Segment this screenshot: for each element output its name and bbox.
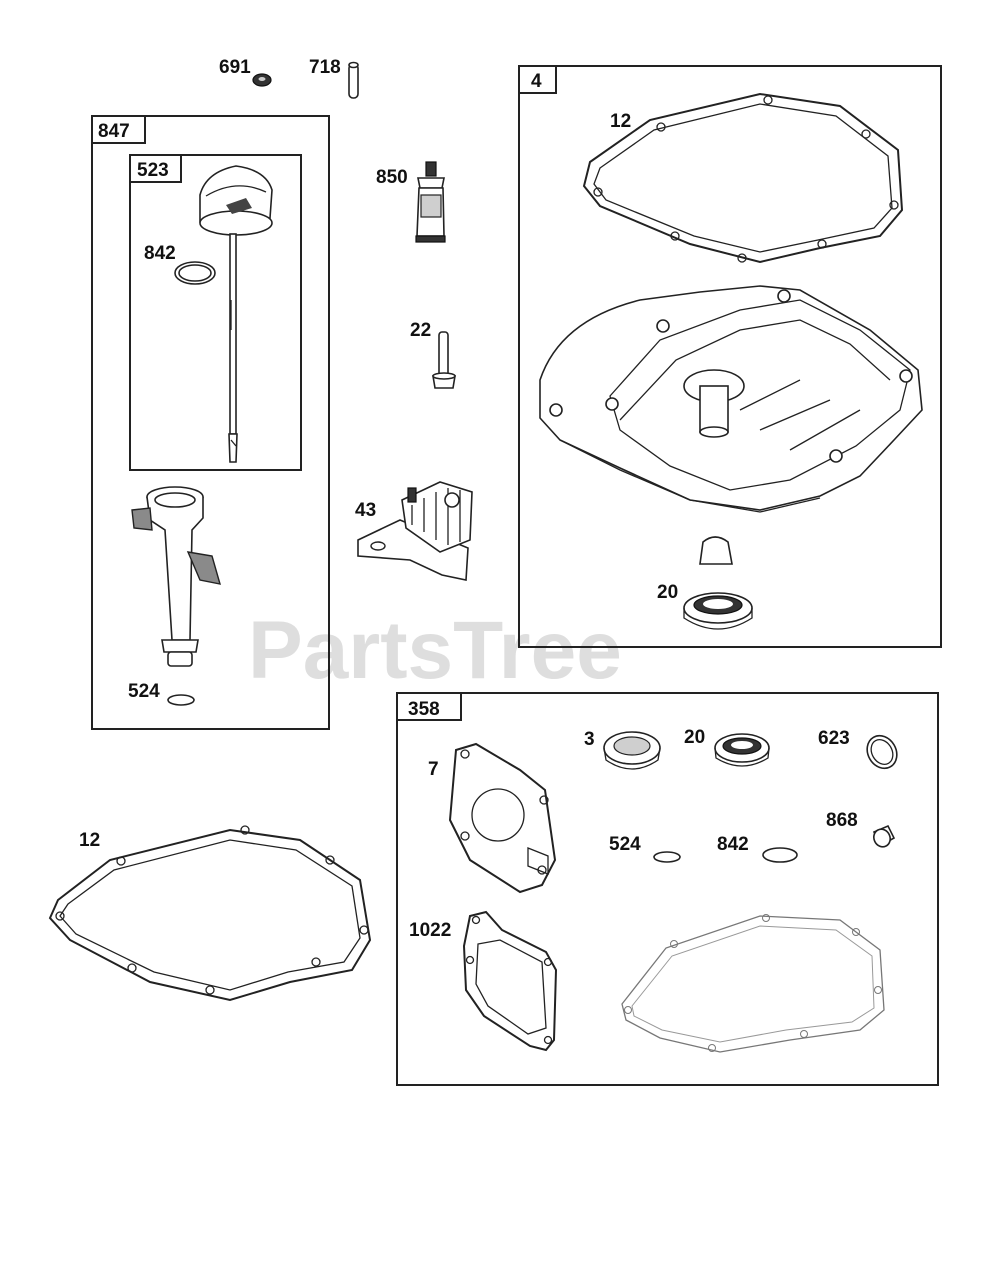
group-box-523: 523 (129, 154, 302, 471)
part-4-crankcase-sump-icon[interactable] (539, 285, 923, 513)
part-7-head-gasket-icon[interactable] (448, 742, 557, 894)
part-label-12-upper[interactable]: 12 (610, 111, 631, 132)
part-20-seal-kit-icon[interactable] (714, 733, 770, 767)
part-842-oring-inner (178, 264, 212, 282)
part-4-plug-icon[interactable] (699, 536, 733, 565)
part-label-623[interactable]: 623 (818, 728, 850, 749)
part-label-850[interactable]: 850 (376, 167, 408, 188)
part-22-bolt-icon[interactable] (432, 331, 456, 389)
part-label-524[interactable]: 524 (128, 681, 160, 702)
part-523-dipstick-icon[interactable] (199, 165, 273, 463)
part-label-868[interactable]: 868 (826, 810, 858, 831)
group-box-358: 358 (396, 692, 939, 1086)
part-12-sump-gasket-loose-icon[interactable] (48, 825, 372, 1002)
part-868-plug-icon[interactable] (871, 824, 896, 850)
part-1022-gasket-icon[interactable] (462, 910, 558, 1052)
part-20-oil-seal-icon[interactable] (683, 592, 753, 630)
group-label-358[interactable]: 358 (408, 699, 440, 720)
group-label-847[interactable]: 847 (98, 121, 130, 142)
part-label-12-lower[interactable]: 12 (79, 830, 100, 851)
part-label-691[interactable]: 691 (219, 57, 251, 78)
group-label-523[interactable]: 523 (137, 160, 169, 181)
part-label-20-upper[interactable]: 20 (657, 582, 678, 603)
part-718-pin-icon[interactable] (348, 61, 359, 99)
part-label-842-kit[interactable]: 842 (717, 834, 749, 855)
group-label-4[interactable]: 4 (531, 71, 542, 92)
part-524-oring-icon[interactable] (167, 694, 195, 706)
part-358-sump-gasket-outline-icon (621, 914, 885, 1053)
part-847-dipstick-tube-icon[interactable] (131, 486, 221, 667)
group-box-847: 847 (91, 115, 330, 730)
part-label-524-kit[interactable]: 524 (609, 834, 641, 855)
part-label-20-kit[interactable]: 20 (684, 727, 705, 748)
part-842-ring-kit-icon[interactable] (762, 847, 798, 863)
part-label-7[interactable]: 7 (428, 759, 439, 780)
part-label-22[interactable]: 22 (410, 320, 431, 341)
part-524-ring-kit-icon[interactable] (653, 851, 681, 863)
part-623-ring-icon[interactable] (861, 730, 902, 773)
part-43-governor-bracket-icon[interactable] (357, 481, 473, 581)
part-12-sump-gasket-icon[interactable] (582, 92, 904, 264)
part-691-nut-icon[interactable] (252, 73, 272, 87)
part-label-842[interactable]: 842 (144, 243, 176, 264)
part-label-1022[interactable]: 1022 (409, 920, 451, 941)
part-label-43[interactable]: 43 (355, 500, 376, 521)
part-label-3[interactable]: 3 (584, 729, 595, 750)
watermark: PartsTree (248, 605, 622, 696)
group-box-4: 4 (518, 65, 942, 648)
part-850-sealant-tube-icon[interactable] (415, 161, 446, 243)
part-label-718[interactable]: 718 (309, 57, 341, 78)
part-3-seal-icon[interactable] (603, 731, 661, 770)
